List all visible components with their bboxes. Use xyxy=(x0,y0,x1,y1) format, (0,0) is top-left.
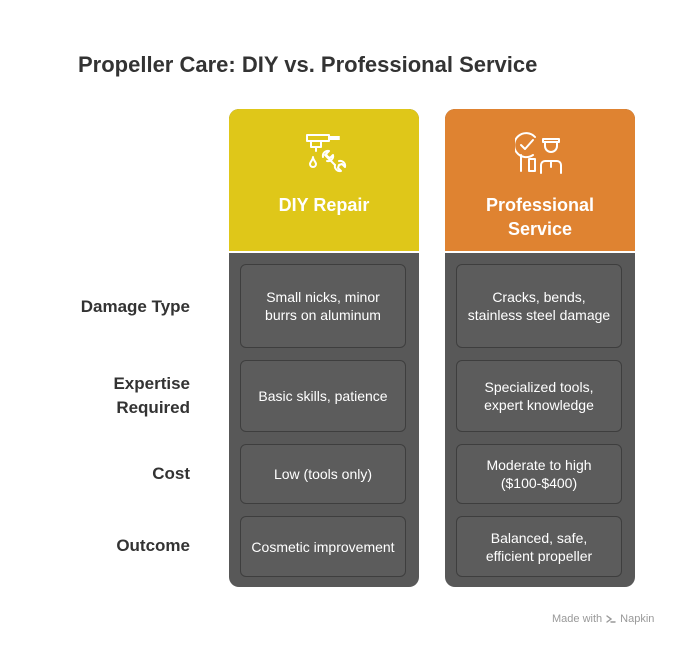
column-title-professional-line2: Service xyxy=(507,219,573,239)
mechanic-checklist-icon xyxy=(515,132,562,174)
column-header-professional: Professional Service xyxy=(445,109,635,253)
column-diy-repair: DIY Repair Small nicks, minor burrs on a… xyxy=(229,109,419,587)
row-label-outcome: Outcome xyxy=(116,536,190,555)
row-label-expertise-required: Expertise Required xyxy=(113,372,190,420)
made-with-label: Made with xyxy=(552,613,603,625)
cell-diy-cost: Low (tools only) xyxy=(240,444,406,504)
cell-diy-expertise: Basic skills, patience xyxy=(240,360,406,432)
cell-professional-expertise: Specialized tools, expert knowledge xyxy=(456,360,622,432)
made-with-napkin-badge[interactable]: Made with Napkin xyxy=(552,613,654,625)
cell-professional-damage-type: Cracks, bends, stainless steel damage xyxy=(456,264,622,348)
column-title-professional: Professional Service xyxy=(445,193,635,241)
row-label-expertise-line1: Expertise xyxy=(113,374,190,393)
column-title-professional-line1: Professional xyxy=(485,195,595,215)
page-title: Propeller Care: DIY vs. Professional Ser… xyxy=(78,52,538,77)
napkin-logo-icon xyxy=(606,615,616,623)
cell-diy-outcome: Cosmetic improvement xyxy=(240,516,406,577)
row-label-damage-type: Damage Type xyxy=(80,297,190,316)
column-professional-service: Professional Service Cracks, bends, stai… xyxy=(445,109,635,587)
faucet-wrench-icon xyxy=(306,134,347,173)
cell-professional-cost: Moderate to high ($100-$400) xyxy=(456,444,622,504)
column-title-diy: DIY Repair xyxy=(278,195,370,215)
cell-professional-outcome: Balanced, safe, efficient propeller xyxy=(456,516,622,577)
column-header-diy: DIY Repair xyxy=(229,109,419,253)
napkin-brand-label: Napkin xyxy=(620,613,655,625)
cell-diy-damage-type: Small nicks, minor burrs on aluminum xyxy=(240,264,406,348)
row-label-cost: Cost xyxy=(152,464,190,483)
row-label-expertise-line2: Required xyxy=(116,398,190,417)
